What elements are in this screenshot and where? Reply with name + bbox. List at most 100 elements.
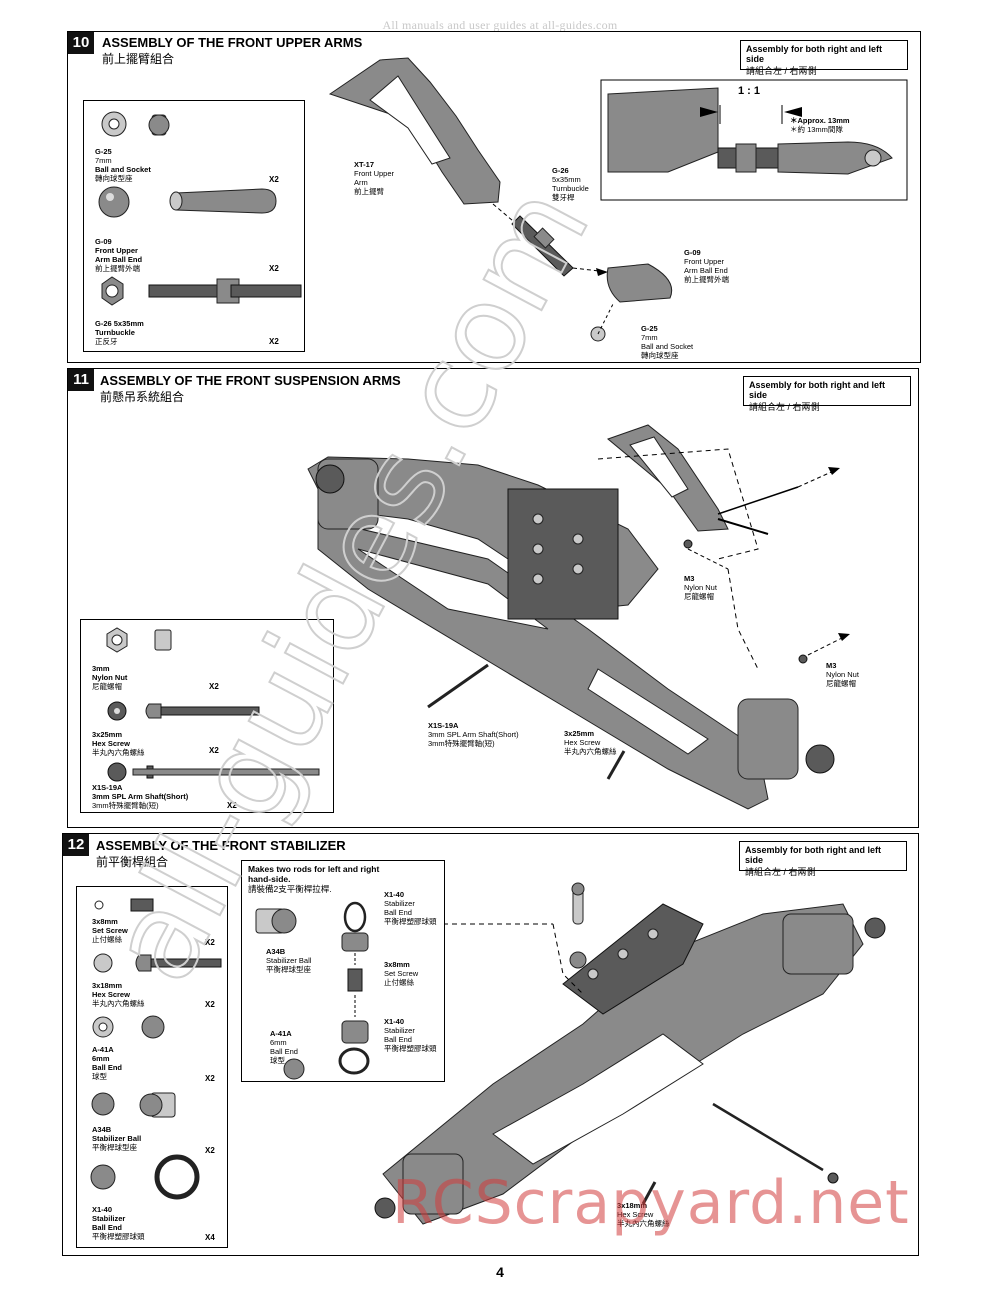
upper-arm-part <box>607 424 729 532</box>
stabilizer-rod <box>712 1102 824 1172</box>
header-note: All manuals and user guides at all-guide… <box>382 18 618 32</box>
upper-arm-diagram <box>328 57 908 342</box>
side-note-en: Assembly for both right and left side <box>749 380 886 400</box>
part-qty: X2 <box>205 1146 215 1155</box>
step-number: 12 <box>63 834 89 856</box>
part-qty: X2 <box>209 682 219 691</box>
ball-socket-icon <box>101 111 127 137</box>
stabilizer-ball-icon <box>255 908 297 934</box>
part-qty: X2 <box>269 264 279 273</box>
hex-screw-icon <box>93 953 222 973</box>
step-10-panel: 10 ASSEMBLY OF THE FRONT UPPER ARMS 前上擺臂… <box>67 31 921 363</box>
side-note-box: Assembly for both right and left side 請組… <box>740 40 908 76</box>
arm-shaft-icon <box>132 765 320 779</box>
step-title: ASSEMBLY OF THE FRONT SUSPENSION ARMS <box>100 373 401 388</box>
ball-end-assembly-icon <box>338 1020 370 1075</box>
side-note-en: Assembly for both right and left side <box>745 845 882 865</box>
set-screw-icon <box>94 898 154 912</box>
page-number: 4 <box>496 1264 504 1280</box>
ball-socket-side-icon <box>148 114 170 136</box>
ball-end-part <box>606 263 673 303</box>
front-bulkhead <box>307 456 769 810</box>
step-title: ASSEMBLY OF THE FRONT STABILIZER <box>96 838 346 853</box>
stabilizer-link-part <box>571 882 585 925</box>
stabilizer-ball-icon <box>91 1092 176 1118</box>
parts-illustrations <box>90 898 222 1200</box>
step-number: 10 <box>68 32 94 54</box>
part-qty: X2 <box>227 801 237 810</box>
suspension-arms-diagram <box>307 424 850 810</box>
side-note-cn: 請組合左 / 右兩側 <box>745 867 816 877</box>
ball-end-icon <box>98 186 130 218</box>
set-screw-icon <box>347 968 363 992</box>
chassis-assembly <box>374 903 886 1225</box>
nylon-nut-icon <box>106 627 128 653</box>
parts-illustrations <box>98 111 302 306</box>
side-note-box: Assembly for both right and left side 請組… <box>743 376 911 412</box>
hex-screw-part <box>606 750 626 780</box>
step-title: ASSEMBLY OF THE FRONT UPPER ARMS <box>102 35 363 50</box>
side-note-box: Assembly for both right and left side 請組… <box>739 841 907 877</box>
hex-screw-icon <box>145 703 260 719</box>
inset-illustrations <box>255 901 370 1080</box>
side-note-cn: 請組合左 / 右兩側 <box>746 66 817 76</box>
hex-screw-head-icon <box>107 701 127 721</box>
parts-illustrations <box>106 627 320 782</box>
ball-end-icon <box>92 1015 165 1039</box>
part-qty: X4 <box>205 1233 215 1242</box>
approx-note: ＊Approx. 13mm＊約 13mm間隊 <box>790 116 850 134</box>
side-note-cn: 請組合左 / 右兩側 <box>749 402 820 412</box>
step-subtitle: 前平衡桿組合 <box>96 855 169 869</box>
turnbuckle-nut-icon <box>101 276 124 306</box>
stabilizer-ball-end-icon <box>341 901 369 952</box>
turnbuckle-part <box>511 215 574 277</box>
part-qty: X2 <box>205 1074 215 1083</box>
part-qty: X2 <box>205 938 215 947</box>
ball-end-side-icon <box>169 188 277 214</box>
turnbuckle-icon <box>148 278 302 304</box>
step-subtitle: 前上擺臂組合 <box>102 52 175 66</box>
part-qty: X2 <box>205 1000 215 1009</box>
arm-shaft-head-icon <box>107 762 127 782</box>
step-subtitle: 前懸吊系統組合 <box>100 390 185 404</box>
upper-arm-part <box>328 57 501 205</box>
step-number: 11 <box>68 369 94 391</box>
step-12-panel: 12 ASSEMBLY OF THE FRONT STABILIZER 前平衡桿… <box>62 833 919 1256</box>
hex-screw-part <box>641 1181 657 1205</box>
stabilizer-ball-end-icon <box>90 1154 200 1200</box>
left-knuckle <box>315 458 379 530</box>
step-11-panel: 11 ASSEMBLY OF THE FRONT SUSPENSION ARMS… <box>67 368 919 828</box>
part-qty: X2 <box>269 337 279 346</box>
nylon-nut-side-icon <box>154 629 172 651</box>
part-qty: X2 <box>209 746 219 755</box>
